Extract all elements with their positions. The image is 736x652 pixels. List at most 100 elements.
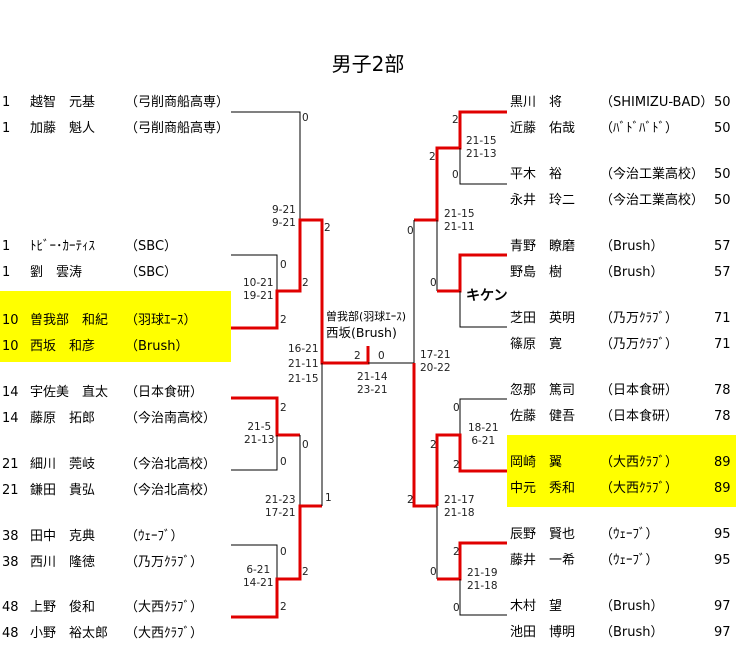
set-count: 1 [325, 492, 332, 504]
player-club: （大西ｸﾗﾌﾞ） [125, 626, 204, 641]
player-seed: 95 [714, 527, 731, 542]
bracket-line [459, 291, 507, 328]
bracket-line [459, 148, 507, 185]
player-club: （Brush） [125, 339, 189, 354]
game-score: 21-13 [244, 434, 275, 446]
player-name: 藤原 拓郎 [30, 411, 96, 426]
set-count: 0 [280, 259, 287, 271]
player-name: 鎌田 貴弘 [30, 483, 96, 498]
player-name: 岡崎 翼 [510, 455, 563, 470]
default-label: キケン [466, 288, 508, 304]
player-club: （羽球ｴｰｽ） [125, 313, 197, 328]
player-name: 篠原 寛 [510, 337, 563, 352]
game-score: 21-15 [444, 208, 475, 220]
player-club: （Brush） [600, 265, 664, 280]
set-count: 2 [453, 546, 460, 558]
player-name: 野島 樹 [510, 265, 563, 280]
player-seed: 50 [714, 121, 731, 136]
player-club: （大西ｸﾗﾌﾞ） [125, 600, 204, 615]
player-name: 加藤 魁人 [30, 121, 96, 136]
game-score: 21-23 [265, 494, 296, 506]
set-count: 0 [452, 169, 459, 181]
player-name: 近藤 佑哉 [510, 121, 576, 136]
player-seed: 48 [2, 626, 19, 641]
player-club: （大西ｸﾗﾌﾞ） [600, 455, 679, 470]
player-seed: 48 [2, 600, 19, 615]
player-name: 細川 莞岐 [30, 457, 96, 472]
game-score: 21-5 [247, 421, 272, 433]
set-count: 2 [430, 439, 437, 451]
game-score: 21-18 [467, 580, 498, 592]
set-count: 2 [453, 459, 460, 471]
player-club: （乃万ｸﾗﾌﾞ） [125, 555, 204, 570]
player-name: 芝田 英明 [510, 311, 576, 326]
player-seed: 14 [2, 385, 19, 400]
game-score: 9-21 [272, 217, 296, 229]
set-count: 0 [453, 402, 460, 414]
game-score: 9-21 [272, 204, 296, 216]
player-seed: 78 [714, 409, 731, 424]
player-seed: 57 [714, 265, 731, 280]
player-seed: 89 [714, 481, 731, 496]
set-count: 2 [354, 350, 361, 362]
game-score: 21-11 [288, 358, 319, 370]
set-count: 0 [407, 225, 414, 237]
player-club: （日本食研） [600, 409, 679, 424]
player-seed: 50 [714, 167, 731, 182]
set-count: 2 [280, 314, 287, 326]
winner-line [412, 363, 437, 508]
player-name: 木村 望 [510, 599, 563, 614]
champion-line: 西坂(Brush) [326, 325, 397, 340]
player-club: （乃万ｸﾗﾌﾞ） [600, 337, 679, 352]
set-count: 2 [280, 601, 287, 613]
bracket-line [231, 111, 301, 220]
runner-up-highlight [507, 435, 736, 507]
player-club: （大西ｸﾗﾌﾞ） [600, 481, 679, 496]
player-name: 宇佐美 直太 [30, 385, 109, 400]
player-name: 田中 克典 [30, 529, 96, 544]
game-score: 21-13 [466, 148, 497, 160]
player-club: （日本食研） [125, 385, 204, 400]
player-name: 中元 秀和 [510, 481, 576, 496]
game-score: 10-21 [243, 277, 274, 289]
player-name: 青野 瞭磨 [510, 239, 576, 254]
player-seed: 1 [2, 95, 11, 110]
winner-line [231, 218, 370, 365]
player-club: （ｳｪｰﾌﾞ） [125, 529, 184, 544]
player-name: 辰野 賢也 [510, 527, 576, 542]
set-count: 0 [453, 602, 460, 614]
champion-highlight [0, 291, 231, 362]
game-score: 18-21 [468, 422, 499, 434]
game-score: 21-15 [466, 135, 497, 147]
player-seed: 10 [2, 339, 19, 354]
page-title: 男子2部 [331, 52, 405, 76]
game-score: 14-21 [243, 577, 274, 589]
game-score: 6-21 [246, 564, 271, 576]
set-count: 0 [280, 456, 287, 468]
player-seed: 1 [2, 265, 11, 280]
player-club: （今治北高校） [125, 457, 217, 472]
champion-label: 曽我部(羽球ｴｰｽ)西坂(Brush) [326, 309, 406, 341]
set-count: 2 [280, 402, 287, 414]
player-seed: 57 [714, 239, 731, 254]
player-name: 越智 元基 [30, 95, 96, 110]
player-name: 黒川 将 [510, 95, 563, 110]
set-count: 0 [430, 277, 437, 289]
set-count: 2 [302, 277, 309, 289]
player-name: 曽我部 和紀 [30, 313, 109, 328]
player-club: （今治南高校） [125, 411, 217, 426]
player-seed: 38 [2, 529, 19, 544]
player-club: （ﾊﾞﾄﾞﾊﾞﾄﾞ） [600, 121, 679, 136]
bracket-line [459, 398, 507, 435]
game-score: 17-21 [265, 507, 296, 519]
player-seed: 10 [2, 313, 19, 328]
player-name: 池田 博明 [510, 625, 576, 640]
player-club: （ｳｪｰﾌﾞ） [600, 527, 659, 542]
